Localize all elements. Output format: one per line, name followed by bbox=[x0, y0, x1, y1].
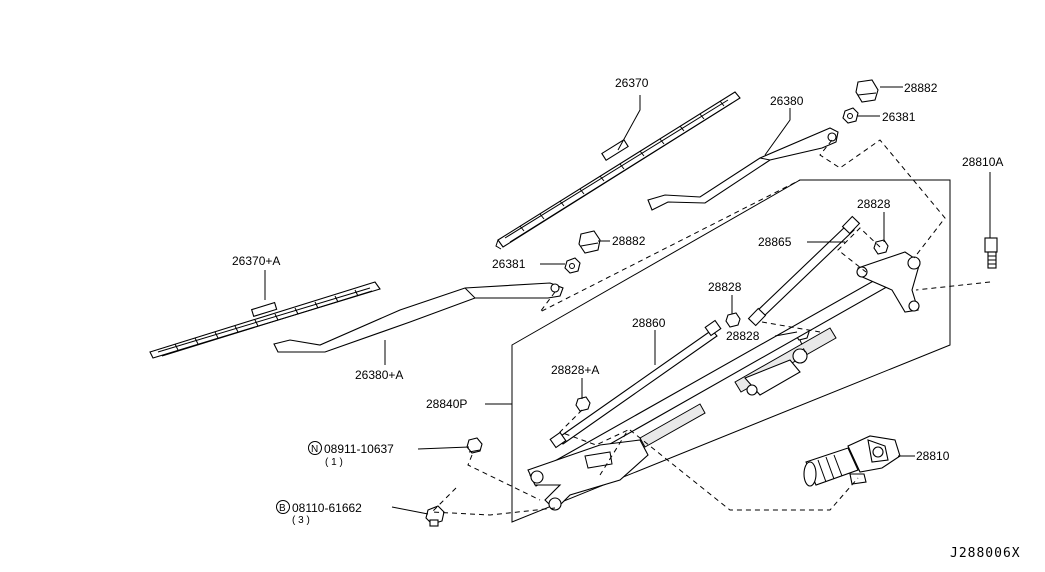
label-26381-mid: 26381 bbox=[492, 257, 526, 271]
label-28860: 28860 bbox=[632, 316, 666, 330]
wiper-blade-26370A[interactable] bbox=[149, 281, 381, 359]
label-nut-qty: ( 1 ) bbox=[325, 457, 343, 468]
dash-28828-c bbox=[799, 339, 806, 353]
nut-28828-a[interactable] bbox=[873, 239, 889, 255]
nut-08911-10637[interactable] bbox=[466, 437, 483, 454]
label-28865: 28865 bbox=[758, 235, 792, 249]
diagram-code: J288006X bbox=[950, 546, 1021, 561]
dash-28865-rod bbox=[761, 321, 821, 333]
label-28828-a: 28828 bbox=[857, 197, 891, 211]
label-28828A: 28828+A bbox=[551, 363, 599, 377]
bolt-symbol-circle bbox=[276, 500, 290, 514]
nut-28828-b[interactable] bbox=[725, 312, 741, 328]
label-26380A: 26380+A bbox=[355, 368, 403, 382]
label-28882-mid: 28882 bbox=[612, 234, 646, 248]
nut-26381-mid[interactable] bbox=[564, 257, 581, 274]
wiper-arm-26380A[interactable] bbox=[273, 282, 564, 353]
label-bolt-qty: ( 3 ) bbox=[292, 515, 310, 526]
nut-28828A[interactable] bbox=[575, 396, 591, 412]
dash-arm-lower bbox=[539, 179, 801, 313]
dash-bolt bbox=[430, 487, 556, 516]
bolt-08110-61662[interactable] bbox=[425, 505, 445, 527]
label-nut-code: 08911-10637 bbox=[324, 442, 394, 456]
label-26381-top: 26381 bbox=[882, 110, 916, 124]
nut-26381-top[interactable] bbox=[842, 107, 859, 124]
cap-28882-top[interactable] bbox=[855, 79, 879, 103]
label-28882-top: 28882 bbox=[904, 81, 938, 95]
cap-28882-mid[interactable] bbox=[578, 230, 601, 254]
rod-28865[interactable] bbox=[747, 215, 861, 327]
label-28828-b: 28828 bbox=[708, 280, 742, 294]
label-28840P: 28840P bbox=[426, 397, 467, 411]
label-bolt-code: 08110-61662 bbox=[292, 501, 362, 515]
dash-28828-a bbox=[837, 227, 881, 273]
label-28828-c: 28828 bbox=[726, 329, 760, 343]
nut-symbol-circle bbox=[308, 441, 322, 455]
rod-28860[interactable] bbox=[549, 319, 722, 449]
wiper-arm-26380[interactable] bbox=[647, 127, 839, 211]
dash-arm-upper bbox=[819, 139, 946, 259]
dash-motor bbox=[629, 429, 859, 511]
label-28810A: 28810A bbox=[962, 155, 1003, 169]
bolt-symbol: B bbox=[279, 503, 286, 514]
wiper-blade-26370[interactable] bbox=[495, 91, 741, 250]
nut-symbol: N bbox=[311, 444, 318, 455]
linkage-assembly-outline bbox=[511, 179, 951, 523]
label-28810: 28810 bbox=[916, 449, 950, 463]
linkage-28840P[interactable] bbox=[527, 251, 921, 511]
label-26380: 26380 bbox=[770, 94, 804, 108]
leader-lines bbox=[264, 86, 991, 515]
bolt-28810A[interactable] bbox=[984, 237, 998, 269]
dash-28828A-rod bbox=[559, 409, 630, 476]
dash-bolt-28810A bbox=[915, 281, 991, 291]
label-26370A: 26370+A bbox=[232, 254, 280, 268]
motor-28810[interactable] bbox=[803, 435, 901, 487]
dash-nut bbox=[467, 454, 541, 501]
label-26370: 26370 bbox=[615, 76, 649, 90]
